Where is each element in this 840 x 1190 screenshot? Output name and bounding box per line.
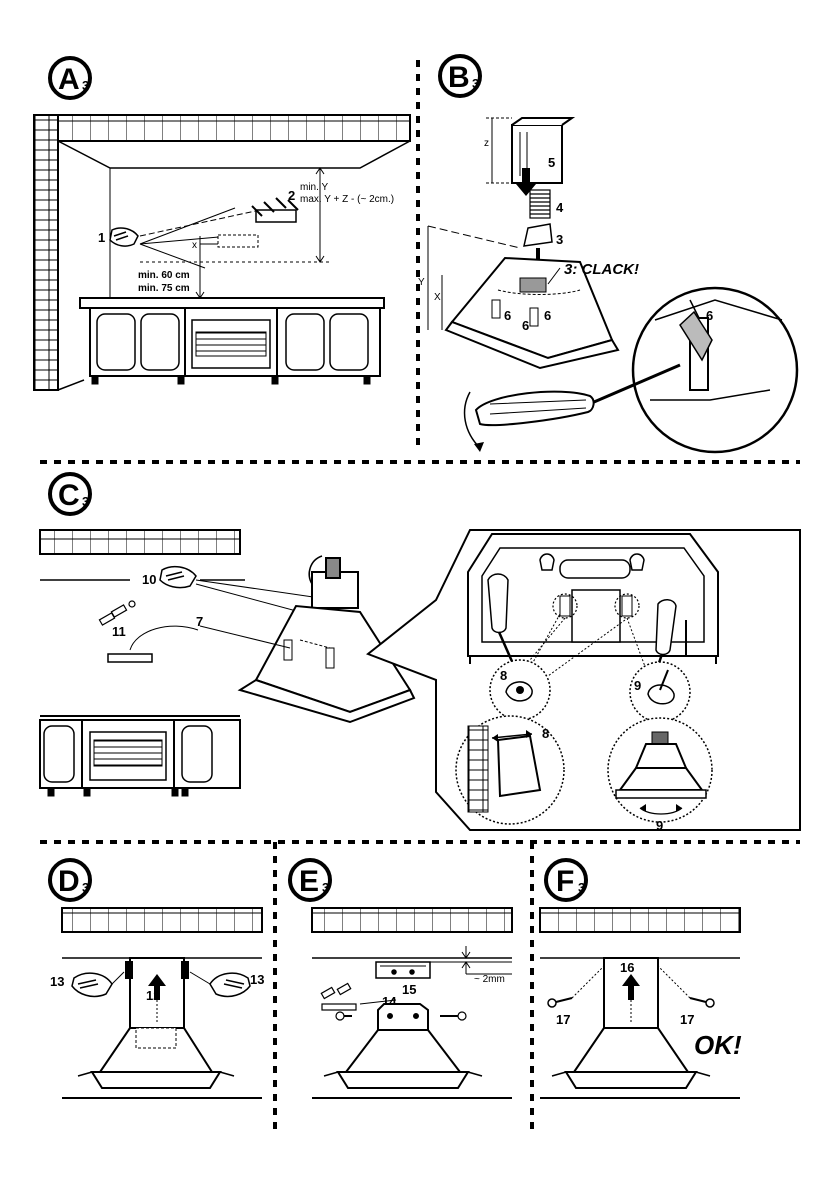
ceiling-tiles-e [311, 907, 513, 933]
screw-17-left-icon [547, 997, 573, 1008]
kitchen-counter-c [39, 715, 241, 797]
label-1: 1 [98, 230, 105, 245]
panel-e-sub: 3 [322, 880, 329, 895]
panel-f-badge: F 3 [544, 858, 588, 902]
screwdriver-c-left [487, 573, 520, 676]
label-13-a: 13 [50, 974, 64, 989]
label-3: 3 [556, 232, 563, 247]
label-11: 11 [112, 624, 126, 639]
panel-f-sub: 3 [578, 880, 585, 895]
screwdriver-icon [474, 363, 681, 427]
detail-8-bottom [455, 715, 565, 825]
panel-f: F 3 16 17 17 OK! [539, 858, 742, 1099]
panel-f-letter: F [556, 865, 574, 898]
label-8-a: 8 [500, 668, 507, 683]
panel-a-sub: 3 [82, 78, 89, 93]
label-17-b: 17 [680, 1012, 694, 1027]
panel-b-badge: B 3 [438, 54, 482, 98]
rotate-arrow-icon [463, 391, 481, 449]
panel-separators [40, 60, 800, 1130]
screwdriver-c-top [539, 553, 645, 571]
bracket-7 [107, 653, 153, 663]
min60-text: min. 60 cm [138, 270, 190, 281]
label-17-a: 17 [556, 1012, 570, 1027]
label-15: 15 [402, 982, 416, 997]
panel-d-sub: 3 [82, 880, 89, 895]
x-dim-label: x [192, 240, 197, 251]
kitchen-counter [79, 297, 385, 385]
hood-body-b [444, 256, 620, 370]
y-label: Y [418, 277, 425, 288]
label-10: 10 [142, 572, 156, 587]
label-6-b: 6 [522, 318, 529, 333]
panel-c-badge: C 3 [48, 472, 92, 516]
hood-d [77, 957, 235, 1089]
z-label: z [484, 138, 489, 149]
label-6-c: 6 [544, 308, 551, 323]
label-12: 12 [146, 988, 160, 1003]
ceiling-tiles-d [61, 907, 263, 933]
panel-e: E 3 15 ~ 2mm 14 [288, 858, 513, 1099]
adapter-3 [523, 223, 553, 247]
label-9-a: 9 [634, 678, 641, 693]
detail-8-circle [489, 659, 551, 721]
min75-text: min. 75 cm [138, 283, 190, 294]
ok-label: OK! [694, 1030, 742, 1060]
detail-9-circle [629, 661, 691, 723]
hood-f [551, 957, 711, 1089]
panel-c: C 3 10 11 7 [39, 472, 801, 833]
panel-c-letter: C [58, 479, 80, 512]
label-6-a: 6 [504, 308, 511, 323]
max-yz-text: max. Y + Z - (~ 2cm.) [300, 194, 394, 205]
label-8-b: 8 [542, 726, 549, 741]
panel-e-badge: E 3 [288, 858, 332, 902]
drill-hand-10-icon [159, 565, 197, 589]
panel-e-letter: E [299, 865, 319, 898]
label-2: 2 [288, 188, 295, 203]
x-label-b: X [434, 292, 441, 303]
label-13-b: 13 [250, 972, 264, 987]
ceiling-tiles-f [539, 907, 741, 933]
hood-e [323, 1003, 483, 1089]
ceiling-tiles-c [39, 529, 241, 555]
label-5: 5 [548, 155, 555, 170]
panel-a-letter: A [58, 63, 80, 96]
wall-bracket-2 [251, 197, 299, 223]
drill-hand-icon [109, 227, 139, 247]
hood-underside-c [467, 533, 719, 664]
label-16: 16 [620, 960, 634, 975]
panel-b-letter: B [448, 61, 470, 94]
screw-17-right-icon [689, 997, 715, 1008]
flex-tube-4 [529, 189, 551, 219]
panel-c-sub: 3 [82, 494, 89, 509]
label-4: 4 [556, 200, 564, 215]
chimney-part-5 [511, 117, 576, 184]
clack-label: 3: CLACK! [564, 261, 639, 278]
bracket-15 [375, 961, 431, 979]
panel-b: B 3 z Y X 5 4 3 [418, 54, 799, 454]
label-6-d: 6 [706, 308, 713, 323]
panel-d-letter: D [58, 865, 80, 898]
panel-d: D 3 12 13 13 [48, 858, 264, 1099]
label-9-b: 9 [656, 818, 663, 833]
wall-bricks [33, 114, 59, 391]
detail-magnifier-b [631, 286, 799, 454]
min-y-text: min. Y [300, 182, 328, 193]
panel-a: A 3 [33, 56, 411, 391]
screws-11 [98, 600, 136, 626]
detail-9-bottom [607, 717, 713, 823]
screws-14 [320, 982, 467, 1021]
label-7: 7 [196, 614, 203, 629]
drill-hand-13-right-icon [189, 971, 251, 998]
gap-label: ~ 2mm [474, 974, 505, 985]
panel-b-sub: 3 [472, 76, 479, 91]
ceiling-bricks [33, 114, 411, 142]
panel-a-badge: A 3 [48, 56, 92, 100]
panel-d-badge: D 3 [48, 858, 92, 902]
drill-hand-13-left-icon [71, 971, 125, 998]
